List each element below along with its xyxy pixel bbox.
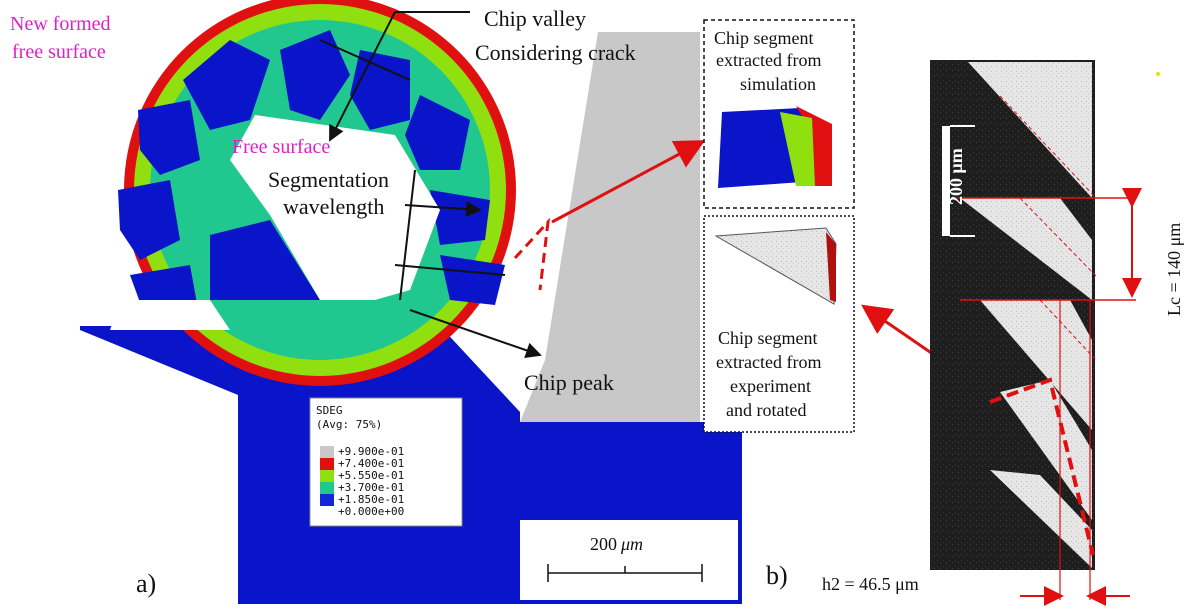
panel-a-labels: New formed free surface Free surface Chi…: [10, 6, 636, 598]
legend-swatches: [320, 446, 334, 506]
h2-dimension: h2 = 46.5 μm b): [766, 561, 1130, 606]
legend-entry: +9.900e-01: [338, 445, 404, 458]
legend-entry: +5.550e-01: [338, 469, 404, 482]
sim-box-line1: Chip segment: [714, 28, 814, 48]
scale-sim-unit: μm: [620, 534, 643, 554]
legend: SDEG (Avg: 75%) +9.900e-01 +7.400e-01 +5…: [309, 397, 463, 527]
sem-image: [930, 60, 1108, 570]
cutting-tool: [520, 32, 700, 422]
label-considering-crack: Considering crack: [475, 40, 636, 65]
lc-dimension: Lc = 140 μm: [1122, 188, 1184, 316]
scale-sim-number: 200: [590, 534, 617, 554]
exp-segment-box: Chip segment extracted from experiment a…: [703, 215, 855, 433]
legend-entry: +0.000e+00: [338, 505, 404, 518]
label-new-formed-2: free surface: [12, 41, 106, 63]
label-segmentation-2: wavelength: [283, 194, 384, 219]
legend-entry: +3.700e-01: [338, 481, 404, 494]
legend-entry: +7.400e-01: [338, 457, 404, 470]
label-panel-b: b): [766, 561, 788, 590]
label-chip-valley: Chip valley: [484, 6, 586, 31]
label-h2: h2 = 46.5 μm: [822, 574, 919, 594]
exp-box-line2: extracted from: [716, 352, 821, 372]
label-segmentation-1: Segmentation: [268, 167, 389, 192]
exp-box-line4: and rotated: [726, 400, 806, 420]
label-new-formed-1: New formed: [10, 13, 111, 35]
sim-box-line2: extracted from: [716, 50, 821, 70]
chip-ring: [110, 0, 516, 386]
sim-box-line3: simulation: [740, 74, 816, 94]
exp-box-line3: experiment: [730, 376, 811, 396]
label-panel-a: a): [136, 569, 156, 598]
legend-subtitle: (Avg: 75%): [316, 418, 382, 431]
label-scale-sem: 200 μm: [946, 148, 966, 205]
sem-overlays: [958, 95, 1136, 600]
segment-outline-sim: [513, 217, 551, 291]
sim-segment-box: Chip segment extracted from simulation: [703, 19, 855, 209]
exp-box-line1: Chip segment: [718, 328, 818, 348]
marker-dot: [1156, 72, 1160, 76]
legend-entry: +1.850e-01: [338, 493, 404, 506]
label-free-surface: Free surface: [232, 136, 330, 158]
label-lc: Lc = 140 μm: [1164, 223, 1184, 316]
scale-bar-sem: 200 μm: [942, 125, 975, 237]
legend-title: SDEG: [316, 404, 343, 417]
label-chip-peak: Chip peak: [524, 370, 614, 395]
scale-bar-sim: 200 μm: [520, 520, 738, 600]
annotation-leaders: [319, 11, 542, 358]
